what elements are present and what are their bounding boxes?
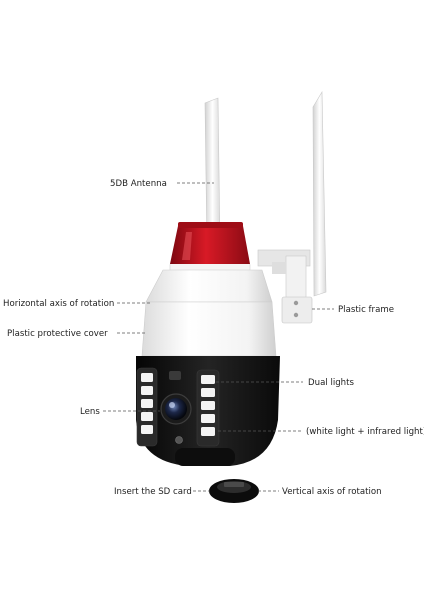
label-vertical-axis: Vertical axis of rotation [282, 487, 382, 497]
label-sd-card: Insert the SD card [114, 487, 192, 497]
sd-card-slot [209, 479, 259, 503]
right-antenna [312, 90, 327, 297]
label-dual-lights: Dual lights [308, 378, 354, 388]
label-protective-cover: Plastic protective cover [7, 329, 108, 339]
light-sensor [169, 371, 181, 380]
protective-cover [141, 301, 277, 357]
plastic-frame-bracket [257, 249, 313, 324]
camera-lens [160, 393, 192, 425]
upper-housing [145, 269, 273, 303]
left-dual-lights [136, 367, 158, 447]
alarm-light [169, 222, 251, 275]
label-plastic-frame: Plastic frame [338, 305, 394, 315]
label-light-types: (white light + infrared light) [306, 427, 424, 437]
label-lens: Lens [80, 407, 100, 417]
ir-indicator [175, 436, 183, 444]
label-antenna: 5DB Antenna [110, 179, 167, 189]
right-dual-lights [196, 369, 220, 447]
label-horizontal-axis: Horizontal axis of rotation [3, 299, 114, 309]
